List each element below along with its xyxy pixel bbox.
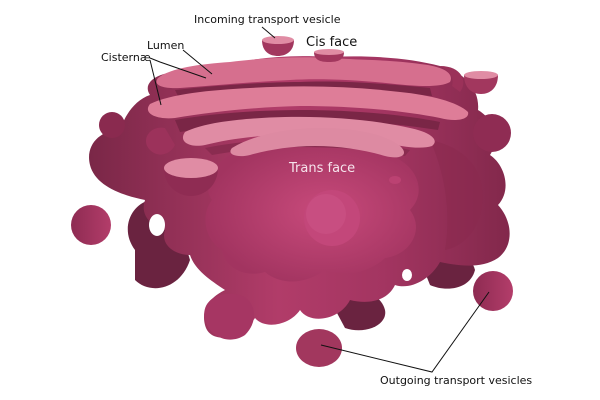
label-cis-face: Cis face — [306, 35, 357, 50]
incoming-vesicle-icon — [262, 40, 294, 56]
vesicle-left-large — [71, 205, 111, 245]
vesicle-left-small — [99, 112, 125, 138]
leader-incoming — [261, 26, 276, 39]
vesicle-right-mid — [473, 114, 511, 152]
label-trans-face: Trans face — [288, 161, 355, 176]
outgoing-vesicle-2 — [296, 329, 342, 367]
outgoing-vesicle-1 — [473, 271, 513, 311]
leader-lines — [149, 26, 490, 373]
label-lumen: Lumen — [147, 39, 184, 52]
leader-cisternae-1 — [149, 57, 207, 79]
cisterna-1 — [156, 57, 451, 89]
label-incoming-vesicle: Incoming transport vesicle — [194, 13, 341, 26]
cisterna-2 — [147, 86, 469, 120]
cisterna-4 — [230, 128, 405, 158]
free-vesicles — [71, 112, 513, 367]
cis-vesicles — [164, 36, 498, 196]
cisternae-stack — [147, 57, 469, 158]
leader-cisternae-2 — [149, 59, 162, 106]
vesicle-right-top — [464, 75, 498, 94]
labels: Incoming transport vesicle Cis face Lume… — [101, 13, 532, 387]
label-outgoing-vesicles: Outgoing transport vesicles — [380, 374, 532, 387]
label-cisternae: Cisternæ — [101, 51, 151, 64]
leader-outgoing — [320, 291, 490, 373]
leader-lumen — [182, 49, 213, 75]
